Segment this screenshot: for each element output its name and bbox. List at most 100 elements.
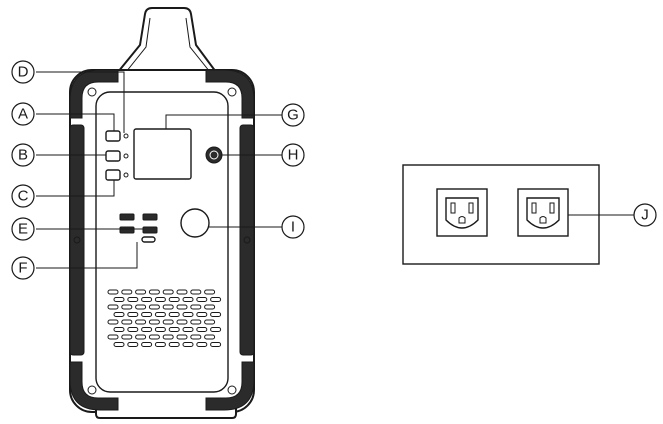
vent-slot [196,342,208,347]
ventilation-grille [107,289,222,347]
vent-slot [176,334,188,340]
vent-slot [154,327,166,332]
callout-f: F [11,256,35,280]
callout-f-label: F [18,260,27,277]
vent-slot [107,289,119,295]
vent-slot [168,297,180,302]
callout-a: A [11,102,35,126]
ac-outlet-left [436,188,488,237]
vent-slot [154,297,166,302]
callout-c: C [11,184,35,208]
front-panel [95,91,229,393]
vent-slot [127,312,139,317]
vent-slot [127,342,139,347]
lcd-display [133,128,192,180]
vent-slot [127,297,139,302]
vent-slot [168,312,180,317]
right-bumper [239,124,255,356]
callout-j-label: J [641,207,649,224]
leader-lines [36,71,634,269]
button-a [105,130,121,142]
vent-slot [141,342,153,347]
vent-slot [196,327,208,332]
callout-i-label: I [291,219,295,236]
vent-slot [121,289,133,295]
callout-g-label: G [287,107,299,124]
power-station-unit [69,7,255,419]
callout-i: I [281,215,305,239]
vent-slot [204,304,216,310]
ac-outlet-right [517,188,569,237]
vent-slot [135,304,147,310]
vent-slot [113,312,125,317]
button-c [105,169,121,181]
callout-j: J [633,203,657,227]
callout-e-label: E [18,221,28,238]
vent-slot [162,304,174,310]
outer-housing [69,69,255,413]
vent-slot [141,327,153,332]
vent-slot [190,319,202,325]
vent-slot [162,334,174,340]
vent-slot [168,327,180,332]
vent-slot [141,312,153,317]
vent-slot [154,312,166,317]
vent-slot [148,334,160,340]
callout-b: B [11,143,35,167]
vent-slot [176,304,188,310]
vent-slot [148,319,160,325]
vent-slot [182,297,194,302]
vent-slot [168,342,180,347]
carry-handle [115,7,218,73]
vent-slot [196,312,208,317]
vent-slot [127,327,139,332]
vent-slot [190,304,202,310]
usb-c-port [141,236,156,243]
vent-slot [107,334,119,340]
callout-b-label: B [18,147,28,164]
vent-slot [176,319,188,325]
vent-slot [113,342,125,347]
vent-slot [154,342,166,347]
vent-slot [135,334,147,340]
vent-slot [121,319,133,325]
round-outlet [180,208,210,238]
callout-d-label: D [18,64,29,81]
vent-slot [113,327,125,332]
bottom-feet [95,404,237,419]
vent-slot [190,334,202,340]
vent-slot [162,319,174,325]
button-b [105,150,121,162]
vent-slot [182,342,194,347]
vent-slot [148,304,160,310]
callout-h-label: H [288,147,299,164]
vent-slot [113,297,125,302]
vent-slot [204,334,216,340]
vent-slot [162,289,174,295]
vent-slot [107,304,119,310]
vent-slot [141,297,153,302]
vent-slot [210,342,222,347]
vent-slot [204,289,216,295]
vent-slot [196,297,208,302]
callout-d: D [11,60,35,84]
callout-h: H [281,143,305,167]
vent-slot [121,334,133,340]
callout-c-label: C [18,188,29,205]
callout-a-label: A [18,106,28,123]
vent-slot [135,289,147,295]
vent-slot [190,289,202,295]
vent-slot [148,289,160,295]
vent-slot [204,319,216,325]
left-bumper [69,124,85,356]
vent-slot [176,289,188,295]
dc-port [205,146,223,164]
vent-slot [210,327,222,332]
vent-slot [210,312,222,317]
indicator-d [123,133,129,139]
vent-slot [135,319,147,325]
vent-slot [210,297,222,302]
vent-slot [182,312,194,317]
callout-e: E [11,217,35,241]
